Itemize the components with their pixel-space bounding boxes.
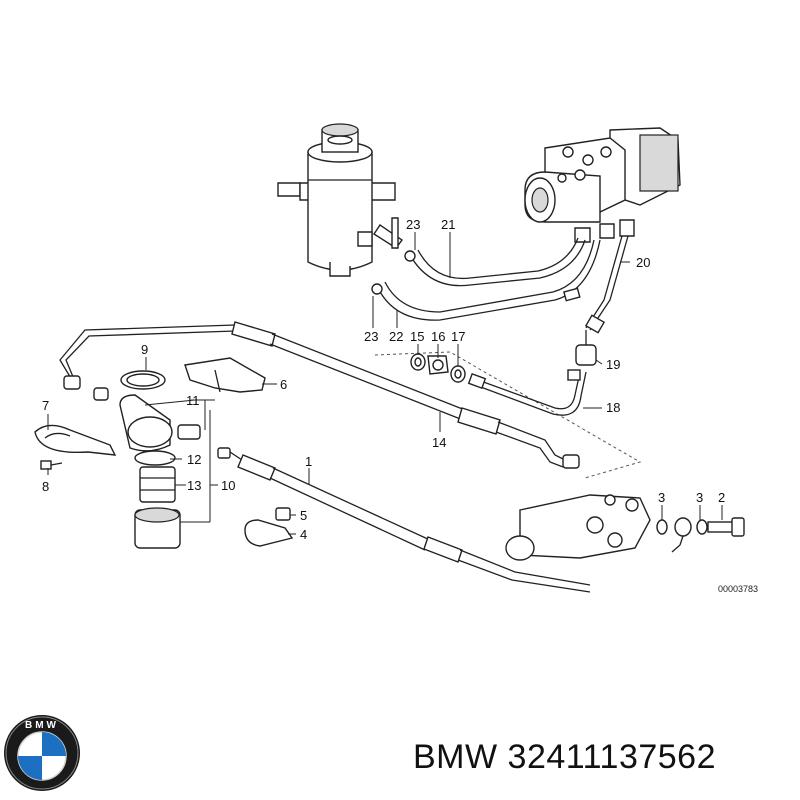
pipe-14 (59, 321, 580, 469)
callout-20: 20 (636, 255, 650, 270)
washer-3b (696, 519, 708, 535)
pipe-1 (217, 447, 591, 593)
callout-1: 1 (305, 454, 312, 469)
leader-lines (47, 232, 723, 535)
bracket-6 (184, 357, 266, 393)
callout-16: 16 (431, 329, 445, 344)
callout-8: 8 (42, 479, 49, 494)
callout-4: 4 (300, 527, 307, 542)
callout-5: 5 (300, 508, 307, 523)
callout-6: 6 (280, 377, 287, 392)
bolt-2 (707, 517, 745, 537)
bmw-logo: BMW (4, 715, 80, 791)
filter-housing (119, 394, 201, 452)
brand-part-number: BMW 32411137562 (413, 738, 716, 776)
callout-9: 9 (141, 342, 148, 357)
callout-2: 2 (718, 490, 725, 505)
callout-15: 15 (410, 329, 424, 344)
hose-21 (404, 237, 586, 287)
callout-18: 18 (606, 400, 620, 415)
callout-11: 11 (186, 393, 200, 408)
nut-5 (275, 507, 291, 521)
fluid-reservoir (277, 123, 403, 277)
cap-10 (134, 507, 181, 549)
clip-4 (244, 519, 294, 547)
line-20 (584, 235, 629, 334)
callout-labels: 1 2 3 3 4 5 6 7 8 9 10 11 12 13 14 15 16… (42, 217, 758, 594)
callout-3b: 3 (696, 490, 703, 505)
logo-letters: BMW (25, 720, 59, 731)
callout-19: 19 (606, 357, 620, 372)
callout-22: 22 (389, 329, 403, 344)
callout-3a: 3 (658, 490, 665, 505)
line-18 (467, 369, 587, 416)
screw-8 (40, 460, 63, 470)
part-19-fitting (575, 330, 597, 366)
ring-9 (120, 370, 166, 390)
callout-21: 21 (441, 217, 455, 232)
seal-12 (134, 450, 176, 466)
callout-14: 14 (432, 435, 446, 450)
washer-3a (656, 519, 668, 535)
callout-7: 7 (42, 398, 49, 413)
callout-13: 13 (187, 478, 201, 493)
callout-10: 10 (221, 478, 235, 493)
banjo-fitting (671, 517, 692, 553)
callout-23a: 23 (406, 217, 420, 232)
valve-block (524, 127, 681, 243)
clamp-7 (34, 424, 117, 456)
callout-17: 17 (451, 329, 465, 344)
reference-outline (374, 351, 642, 479)
hose-22 (371, 239, 601, 321)
filter-13 (139, 466, 176, 503)
steering-gear (505, 494, 651, 561)
washers-15-16-17 (410, 353, 466, 383)
callout-12: 12 (187, 452, 201, 467)
callout-23b: 23 (364, 329, 378, 344)
diagram-id: 00003783 (718, 584, 758, 594)
